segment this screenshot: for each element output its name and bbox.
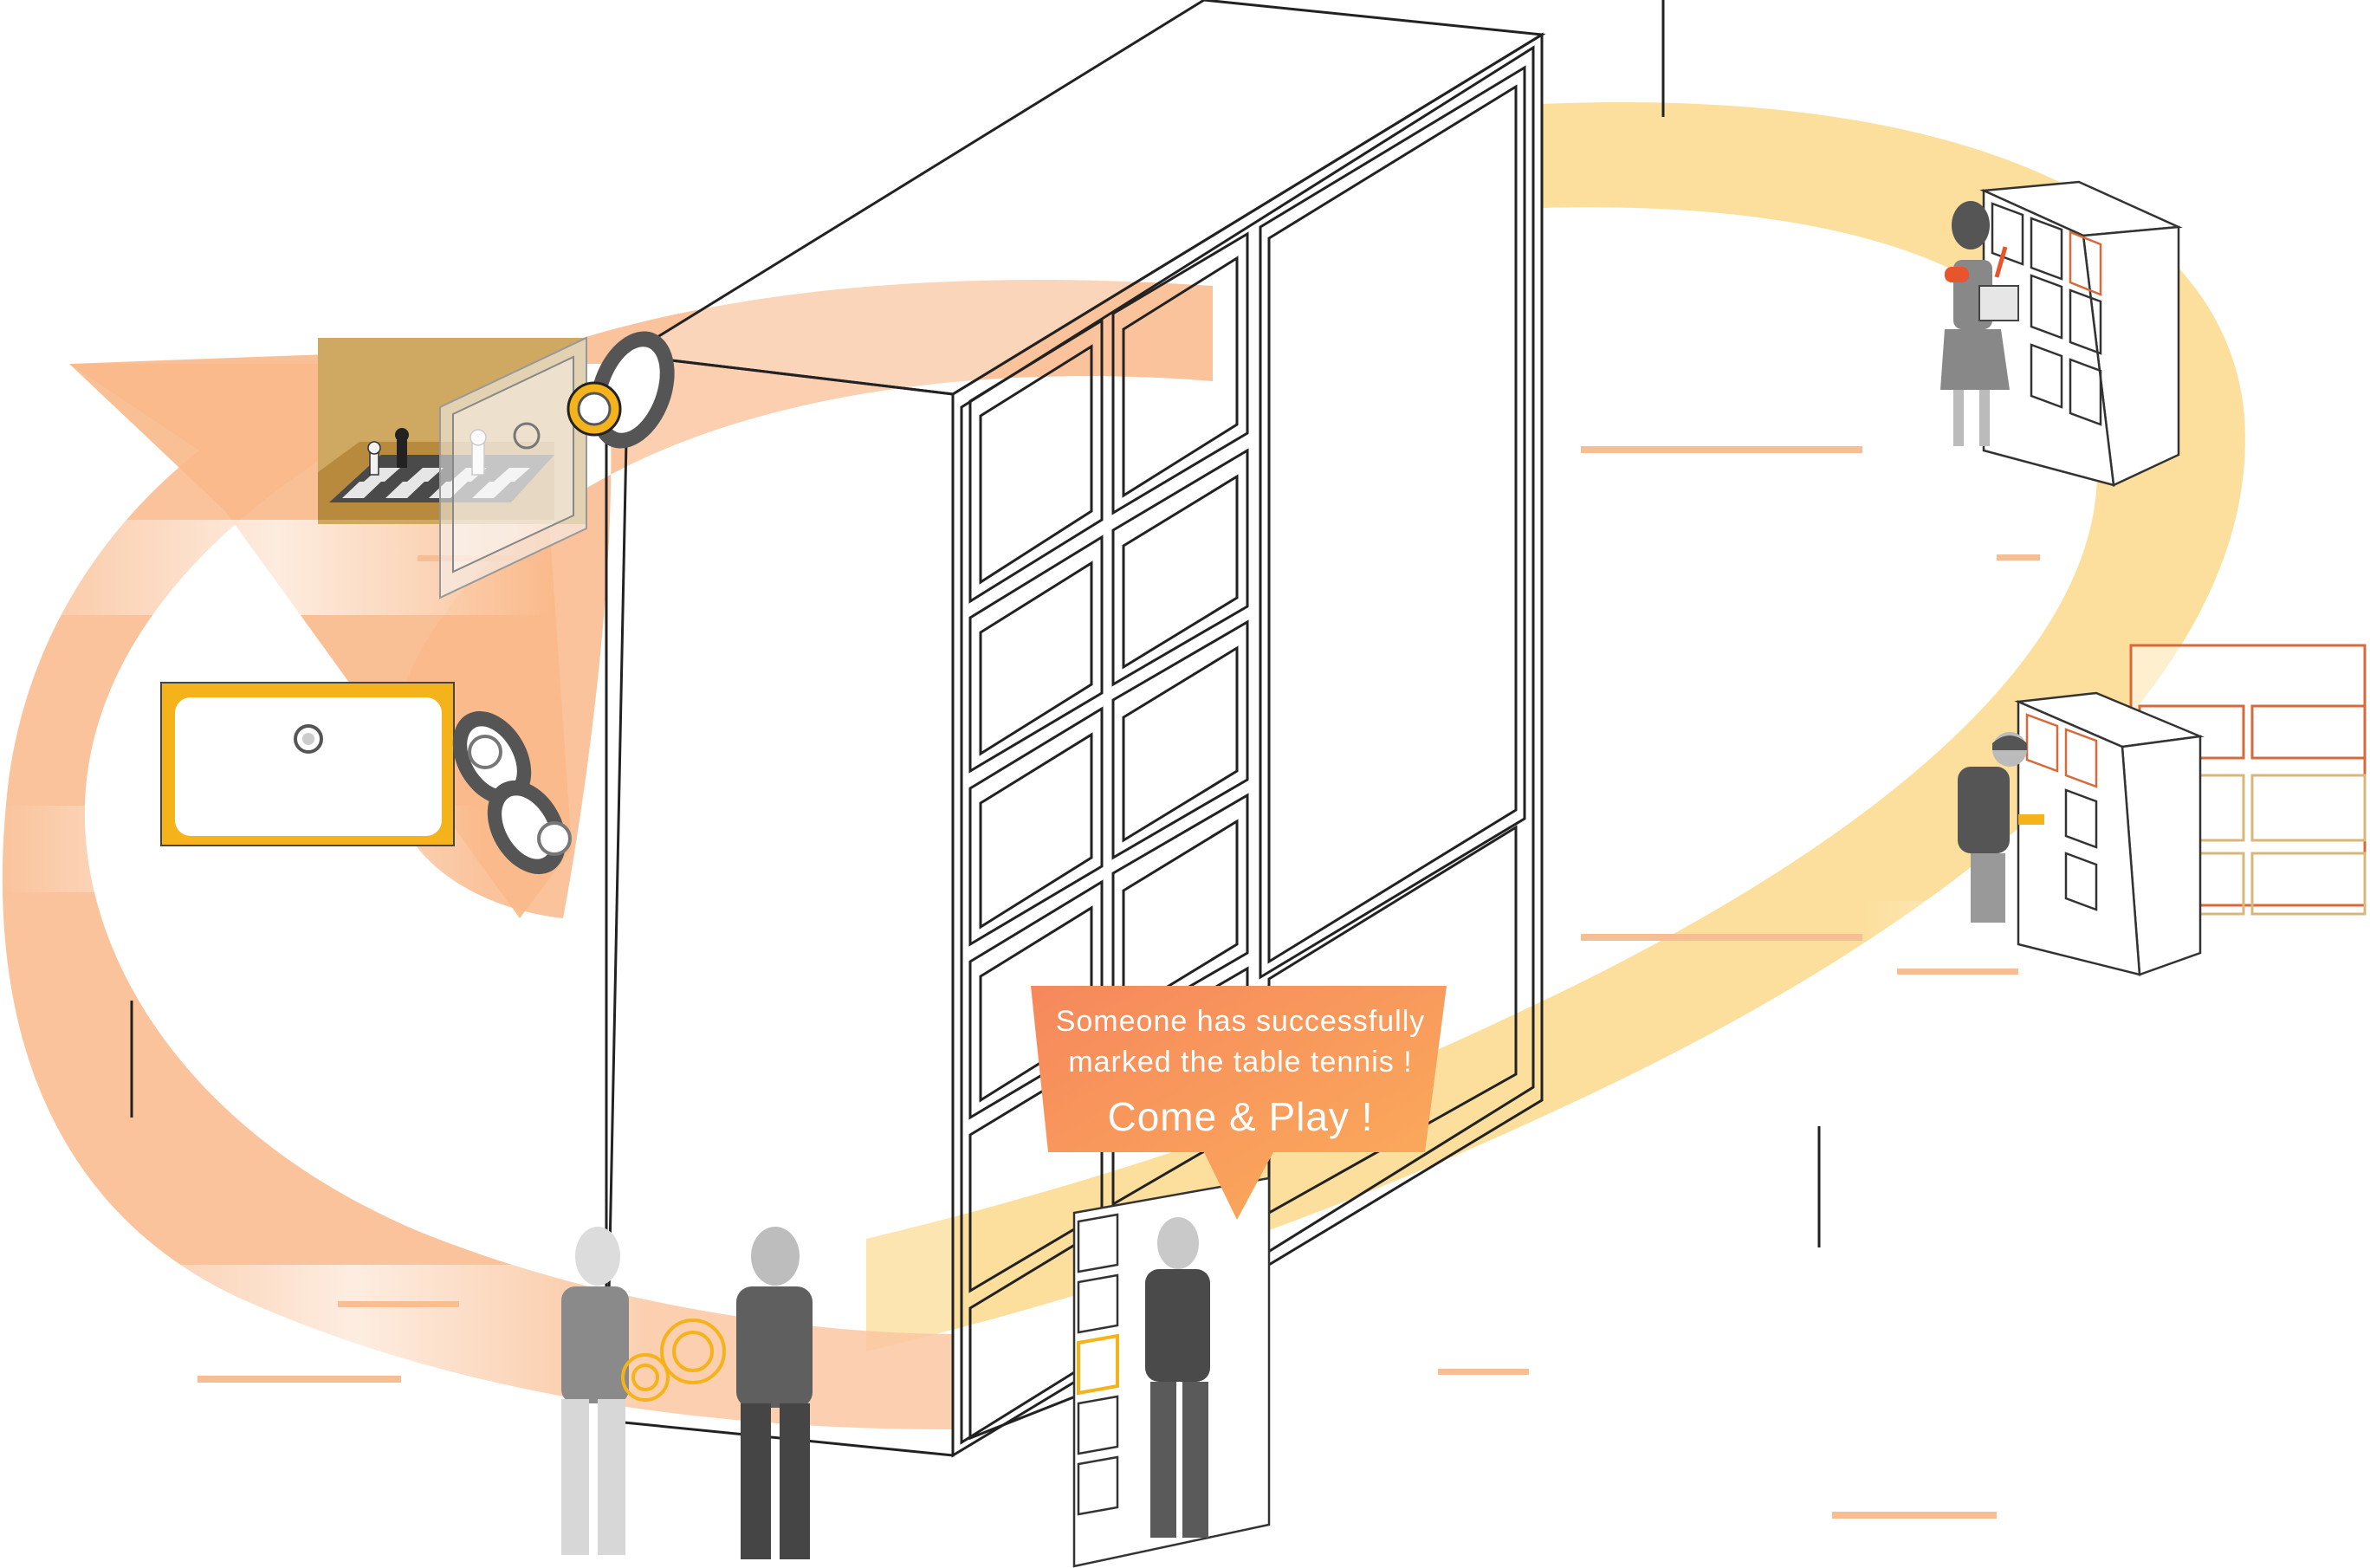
chessboard-illustration (318, 336, 587, 599)
hairlines (130, 0, 1821, 1247)
notification-call-to-action: Come & Play ! (1108, 1094, 1374, 1139)
sink-basin-icon (160, 682, 455, 846)
notification-bubble: Someone has successfully marked the tabl… (1031, 986, 1447, 1220)
main-locker-cabinet (605, 0, 1546, 1458)
person-icon (736, 1227, 813, 1559)
person-icon (1940, 201, 2019, 446)
person-icon (1958, 732, 2044, 923)
person-icon (1145, 1217, 1210, 1538)
notification-line-2: marked the table tennis ! (1068, 1046, 1412, 1079)
notification-line-1: Someone has successfully (1056, 1005, 1426, 1038)
person-icon (561, 1227, 629, 1555)
handshake-signal (621, 1319, 726, 1402)
locker-cabinet-icon (1979, 180, 2183, 487)
wearable-ring-icon (452, 710, 572, 875)
locker-cabinet-icon (2014, 691, 2205, 976)
wearable-ring-icon (567, 331, 675, 449)
